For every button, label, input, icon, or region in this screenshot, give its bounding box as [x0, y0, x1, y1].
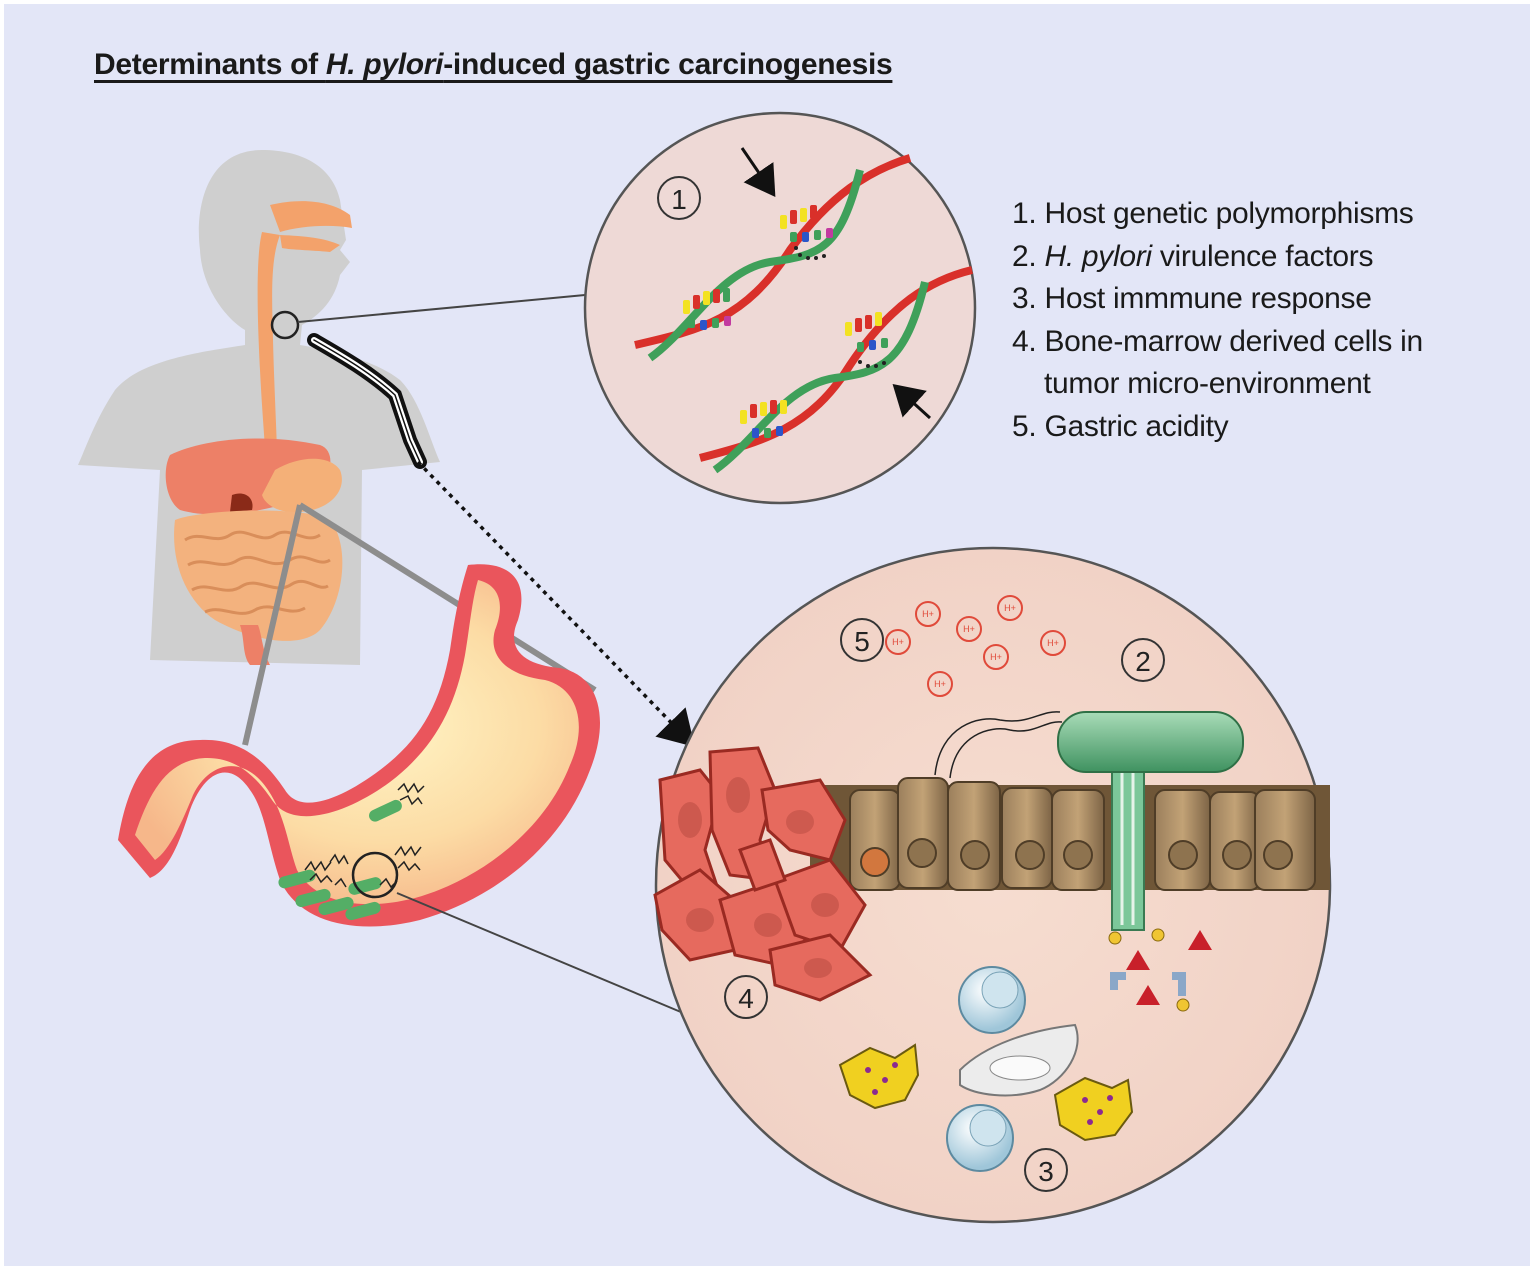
- connector-line: [298, 502, 597, 693]
- figure-title: Determinants of H. pylori-induced gastri…: [94, 48, 893, 82]
- legend-text: Host immmune response: [1036, 282, 1372, 315]
- proton-label: H+: [892, 637, 904, 647]
- legend-item: 2. H. pylori virulence factors: [1012, 236, 1423, 279]
- arrow-down-icon: [740, 147, 776, 197]
- connector-line: [297, 294, 586, 323]
- callout-4-circle: [724, 975, 768, 1019]
- proton-label: H+: [1047, 638, 1059, 648]
- legend-text: tumor micro-environment: [1044, 367, 1371, 400]
- epithelial-cells: [810, 777, 1330, 891]
- legend-item-continuation: tumor micro-environment: [1012, 363, 1423, 406]
- callout-1-circle: [657, 176, 701, 220]
- determinants-legend: 1. Host genetic polymorphisms 2. H. pylo…: [1012, 193, 1423, 448]
- legend-item: 4. Bone-marrow derived cells in: [1012, 321, 1423, 364]
- dotted-arrow: [416, 460, 695, 748]
- virulence-factor-receptor: [934, 711, 1244, 931]
- dna-magnified-circle: 1: [583, 111, 977, 505]
- callout-5-label: 5: [854, 626, 870, 657]
- callout-2-label: 2: [1135, 646, 1151, 677]
- legend-number: 1.: [1012, 197, 1037, 230]
- stomach-marker-circle: [351, 851, 399, 899]
- legend-text: Gastric acidity: [1036, 409, 1229, 443]
- legend-text: Host genetic polymorphisms: [1036, 197, 1414, 230]
- connector-line: [396, 892, 689, 1016]
- callout-2-circle: [1121, 638, 1165, 682]
- proton-label: H+: [1004, 603, 1016, 613]
- immune-cells: [838, 966, 1134, 1172]
- legend-number: 5.: [1012, 409, 1037, 443]
- title-prefix: Determinants of: [94, 48, 326, 81]
- legend-number: 3.: [1012, 282, 1037, 315]
- legend-text: virulence factors: [1151, 239, 1374, 273]
- callout-3-label: 3: [1038, 1156, 1054, 1187]
- connector-line: [242, 504, 303, 746]
- proton-label: H+: [922, 609, 934, 619]
- proton-label: H+: [990, 652, 1002, 662]
- tissue-magnified-circle: H+ H+ H+ H+ H+ H+ H+ 5 2 4 3: [653, 546, 1332, 1224]
- throat-marker-circle: [270, 310, 300, 340]
- title-suffix: -induced gastric carcinogenesis: [443, 48, 893, 81]
- legend-item: 1. Host genetic polymorphisms: [1012, 193, 1423, 236]
- proton-label: H+: [934, 679, 946, 689]
- proton-ions: [885, 595, 1066, 697]
- proton-label: H+: [963, 624, 975, 634]
- callout-5-circle: [840, 618, 884, 662]
- callout-4-label: 4: [738, 983, 754, 1014]
- legend-text: Bone-marrow derived cells in: [1036, 324, 1423, 358]
- legend-item: 5. Gastric acidity: [1012, 406, 1423, 449]
- legend-italic: H. pylori: [1044, 239, 1152, 273]
- stomach-illustration: [118, 564, 600, 927]
- title-italic: H. pylori: [325, 48, 444, 81]
- arrow-up-icon: [892, 383, 932, 420]
- dna-base-pairs: [683, 205, 888, 438]
- callout-1-label: 1: [671, 184, 687, 215]
- legend-number: 2.: [1012, 239, 1037, 273]
- legend-item: 3. Host immmune response: [1012, 278, 1423, 321]
- secreted-molecules: [1108, 928, 1212, 1012]
- legend-number: 4.: [1012, 324, 1037, 358]
- endoscope-icon: [307, 333, 427, 469]
- callout-3-circle: [1024, 1148, 1068, 1192]
